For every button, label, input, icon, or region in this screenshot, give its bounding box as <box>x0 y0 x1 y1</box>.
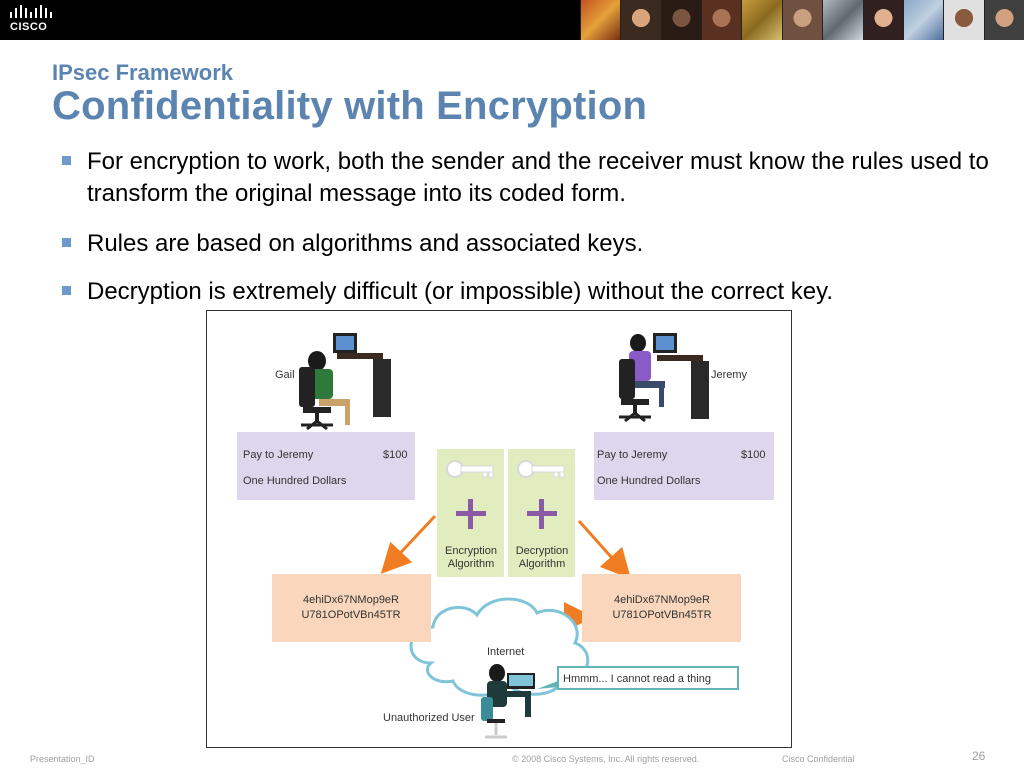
header-photo <box>580 0 621 40</box>
key-icon <box>517 460 565 478</box>
header-photo <box>620 0 661 40</box>
sender-name: Gail <box>275 369 295 381</box>
internet-cloud-icon <box>409 597 590 697</box>
message-line1-right: Pay to Jeremy <box>597 449 668 461</box>
internet-label: Internet <box>487 646 524 658</box>
bullet-text: Decryption is extremely difficult (or im… <box>87 278 834 305</box>
slide-subtitle: IPsec Framework <box>52 60 233 85</box>
plaintext-message-box-right <box>594 432 774 500</box>
slide-title: Confidentiality with Encryption <box>52 84 648 128</box>
bullet-square-icon <box>62 238 71 247</box>
header-photo <box>943 0 984 40</box>
unauthorized-user-label: Unauthorized User <box>383 712 475 724</box>
header-photo <box>983 0 1024 40</box>
decryption-label-line2: Algorithm <box>519 558 565 570</box>
header-photo <box>660 0 702 40</box>
footer-presentation-id: Presentation_ID <box>30 754 95 764</box>
sender-workstation-icon <box>299 333 391 431</box>
header-photo <box>822 0 863 40</box>
message-line1-left: Pay to Jeremy <box>243 449 314 461</box>
ciphertext-box-left <box>272 574 431 642</box>
ciphertext-box-right <box>582 574 741 642</box>
message-line2-left: One Hundred Dollars <box>243 475 347 487</box>
header-photo <box>701 0 742 40</box>
header-bar: CISCO <box>0 0 1024 40</box>
bullet-text: For encryption to work, both the sender … <box>87 148 989 207</box>
header-photo <box>741 0 782 40</box>
speech-bubble-text: Hmmm... I cannot read a thing <box>563 673 711 685</box>
decrypt-arrow <box>577 520 631 580</box>
header-photo-strip <box>580 0 1024 40</box>
bullet-square-icon <box>62 286 71 295</box>
bullet-square-icon <box>62 156 71 165</box>
plaintext-message-box-left <box>237 432 415 500</box>
cipher-line2-left: U781OPotVBn45TR <box>301 609 400 621</box>
cisco-logo: CISCO <box>8 4 60 36</box>
receiver-workstation-icon <box>619 333 709 423</box>
encryption-diagram: Gail Jeremy Pay to Jeremy $100 One Hundr… <box>206 310 792 748</box>
footer-confidential: Cisco Confidential <box>782 754 855 764</box>
unauthorized-user-icon <box>481 664 535 739</box>
receiver-name: Jeremy <box>711 369 748 381</box>
bullet-item: For encryption to work, both the sender … <box>62 146 1012 210</box>
header-photo <box>862 0 903 40</box>
plus-icon <box>527 499 557 529</box>
speech-bubble-tail <box>537 681 558 689</box>
cipher-line1-right: 4ehiDx67NMop9eR <box>614 594 710 606</box>
header-photo <box>902 0 944 40</box>
encrypt-arrow <box>380 514 437 574</box>
cipher-line2-right: U781OPotVBn45TR <box>612 609 711 621</box>
plus-icon <box>456 499 486 529</box>
bullet-item: Decryption is extremely difficult (or im… <box>62 276 1012 308</box>
encryption-label-line1: Encryption <box>445 545 497 557</box>
message-amount-right: $100 <box>741 449 765 461</box>
page-number: 26 <box>972 749 986 763</box>
footer-copyright: © 2008 Cisco Systems, Inc. All rights re… <box>512 754 700 764</box>
header-photo <box>781 0 823 40</box>
diagram-canvas: Gail Jeremy Pay to Jeremy $100 One Hundr… <box>237 333 774 739</box>
bullet-list: For encryption to work, both the sender … <box>62 146 1012 326</box>
cipher-line1-left: 4ehiDx67NMop9eR <box>303 594 399 606</box>
cisco-bars-icon <box>10 5 52 18</box>
cisco-logo-text: CISCO <box>10 21 48 33</box>
encryption-label-line2: Algorithm <box>448 558 494 570</box>
message-line2-right: One Hundred Dollars <box>597 475 701 487</box>
bullet-text: Rules are based on algorithms and associ… <box>87 230 644 257</box>
decryption-label-line1: Decryption <box>516 545 569 557</box>
message-amount-left: $100 <box>383 449 407 461</box>
bullet-item: Rules are based on algorithms and associ… <box>62 228 1012 260</box>
key-icon <box>446 460 494 478</box>
speech-bubble <box>557 666 739 690</box>
